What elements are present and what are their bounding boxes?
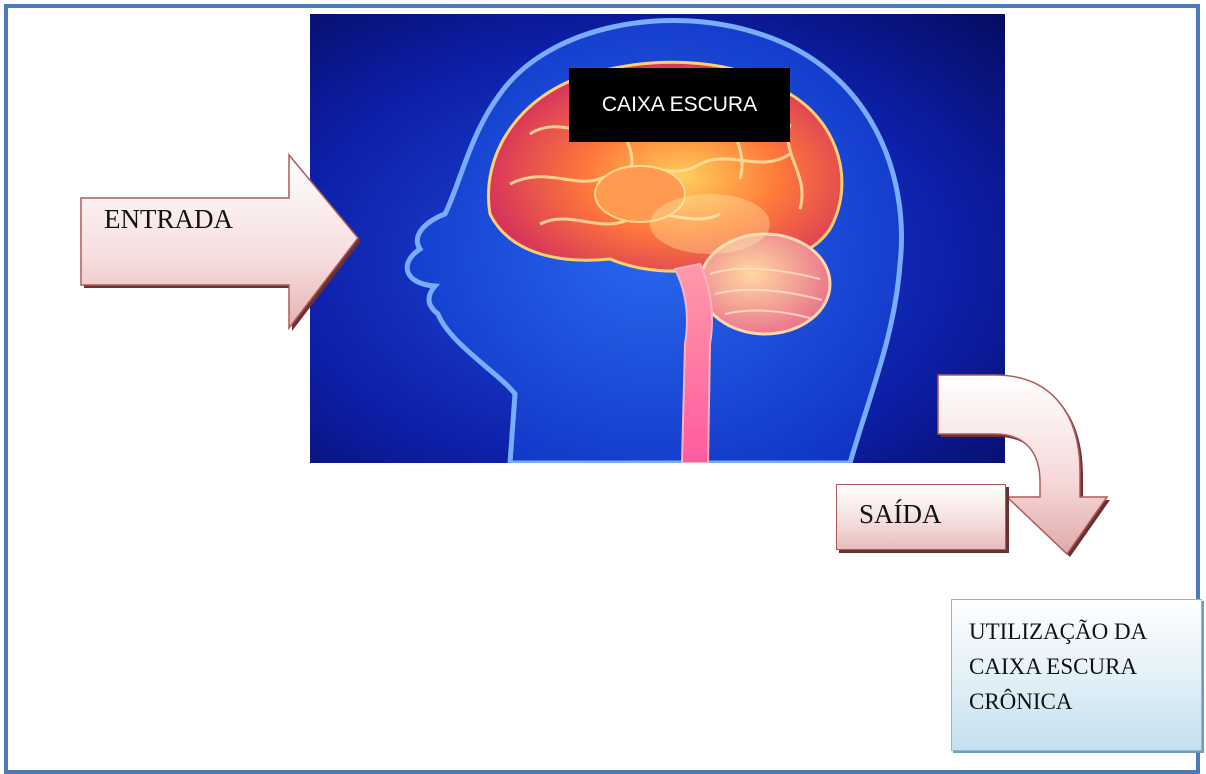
usage-line-1: UTILIZAÇÃO DA <box>969 614 1191 649</box>
input-label: ENTRADA <box>104 204 233 235</box>
usage-line-3: CRÔNICA <box>969 684 1191 719</box>
black-box-caption: CAIXA ESCURA <box>569 68 790 142</box>
usage-box: UTILIZAÇÃO DA CAIXA ESCURA CRÔNICA <box>951 599 1202 751</box>
input-arrow <box>76 150 366 337</box>
output-box: SAÍDA <box>836 484 1006 550</box>
usage-line-2: CAIXA ESCURA <box>969 649 1191 684</box>
output-label: SAÍDA <box>859 499 942 530</box>
